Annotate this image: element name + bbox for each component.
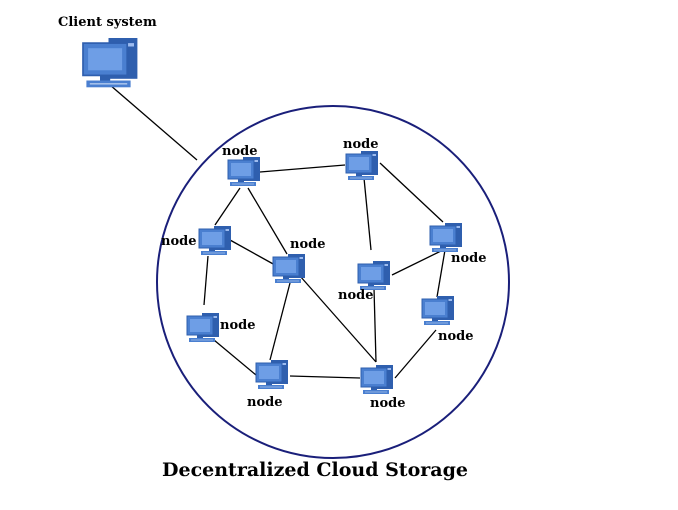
edge xyxy=(203,255,209,306)
client-computer-icon xyxy=(82,37,139,89)
edge xyxy=(299,275,377,363)
node-computer-icon xyxy=(198,225,232,256)
edge-client-to-network xyxy=(109,84,198,161)
node-label: node xyxy=(290,237,325,252)
network-boundary-circle xyxy=(156,105,510,459)
node-computer-icon xyxy=(227,156,261,187)
edge xyxy=(394,329,437,379)
edge xyxy=(373,287,377,363)
edge xyxy=(289,375,361,379)
edge xyxy=(379,162,444,223)
node-computer-icon xyxy=(255,359,289,390)
edge xyxy=(269,282,291,361)
edge xyxy=(391,249,444,276)
node-label: node xyxy=(161,234,196,249)
client-system-label: Client system xyxy=(58,15,157,30)
node-computer-icon xyxy=(186,312,220,343)
edge xyxy=(247,187,288,255)
node-computer-icon xyxy=(421,295,455,326)
edge xyxy=(363,177,372,251)
node-computer-icon xyxy=(345,150,379,181)
edge xyxy=(259,164,346,173)
node-label: node xyxy=(247,395,282,410)
node-label: node xyxy=(451,251,486,266)
connections xyxy=(109,84,446,379)
node-label: node xyxy=(222,144,257,159)
node-computer-icon xyxy=(360,364,394,395)
node-label: node xyxy=(220,318,255,333)
edge xyxy=(436,249,446,298)
edge xyxy=(213,339,257,376)
diagram-title: Decentralized Cloud Storage xyxy=(162,459,468,481)
node-label: node xyxy=(338,288,373,303)
node-label: node xyxy=(438,329,473,344)
node-label: node xyxy=(370,396,405,411)
node-computer-icon xyxy=(272,253,306,284)
edge xyxy=(214,187,241,226)
node-computer-icon xyxy=(429,222,463,253)
node-label: node xyxy=(343,137,378,152)
edge xyxy=(229,239,276,266)
node-computer-icon xyxy=(357,260,391,291)
